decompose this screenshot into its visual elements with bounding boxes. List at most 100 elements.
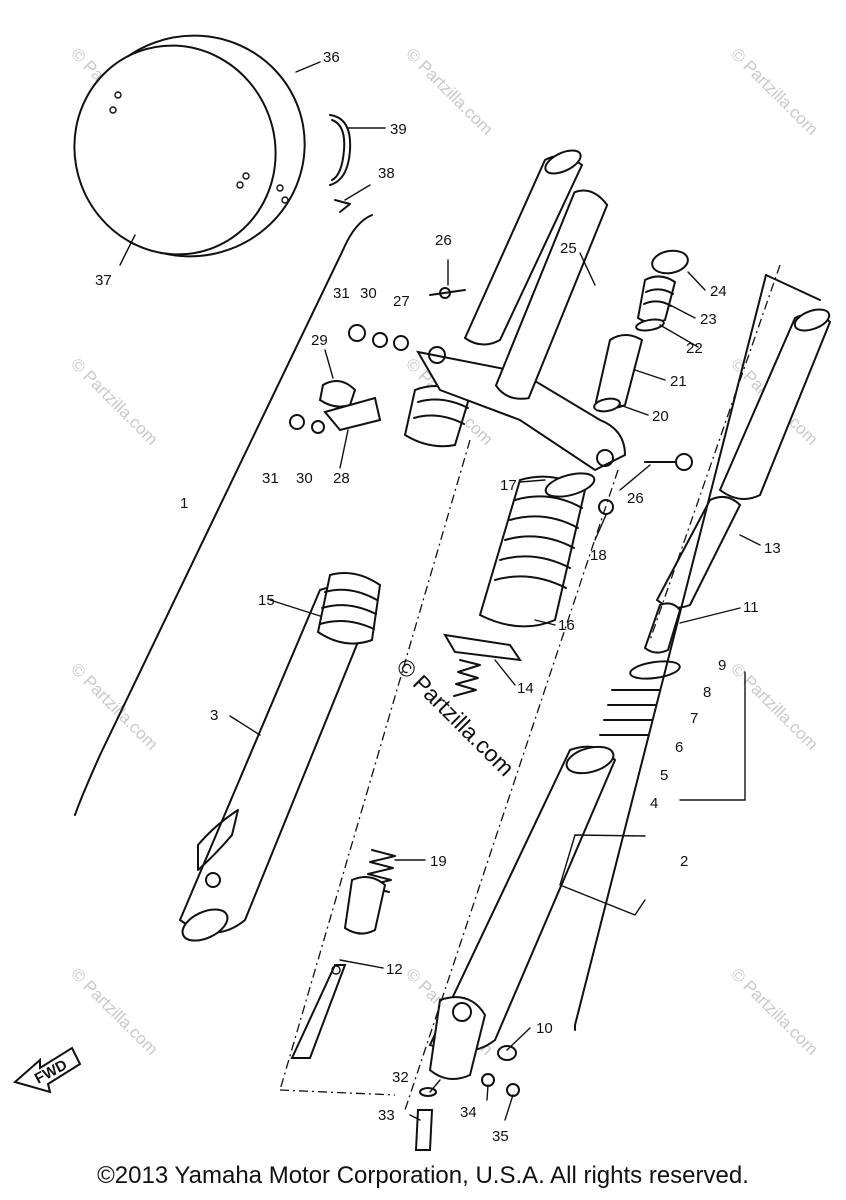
nut-31: [348, 324, 366, 342]
watermark: © Partzilla.com: [727, 964, 821, 1058]
fwd-arrow-icon: FWD: [12, 1046, 82, 1094]
bracket-1: [74, 214, 373, 816]
dust-seal-15: [316, 572, 382, 645]
callout-21: 21: [670, 373, 687, 390]
piston-ring: [343, 875, 387, 935]
callout-5: 5: [660, 767, 668, 784]
damper-rod-12: [290, 964, 347, 1059]
alignment-line: [279, 439, 471, 1091]
callout-32: 32: [392, 1069, 409, 1086]
spacer-21: [594, 334, 644, 409]
seal-rib: [319, 619, 375, 630]
callout-18: 18: [590, 547, 607, 564]
callout-24: 24: [710, 283, 727, 300]
seal-rib: [321, 604, 377, 615]
callout-27: 27: [393, 293, 410, 310]
callout-1: 1: [180, 495, 188, 512]
callout-30-bottom: 30: [296, 470, 313, 487]
thread: [645, 288, 674, 295]
bracket-hole: [596, 449, 614, 467]
screw-hole: [236, 181, 244, 189]
callout-8: 8: [703, 684, 711, 701]
callout-26-right: 26: [627, 490, 644, 507]
cap-24: [651, 249, 689, 275]
washer-34: [481, 1073, 495, 1087]
axle-hole: [205, 872, 221, 888]
alignment-line: [404, 469, 619, 1111]
callout-16: 16: [558, 617, 575, 634]
bracket-2: [574, 274, 821, 1031]
inner-tube-top: [544, 149, 582, 175]
callout-19: 19: [430, 853, 447, 870]
bolt-35: [506, 1083, 520, 1097]
watermark: © Partzilla.com: [727, 659, 821, 753]
headlight: [73, 34, 352, 258]
rubber-boot-16: [478, 475, 587, 628]
callout-23: 23: [700, 311, 717, 328]
clip-38: [334, 199, 351, 213]
callout-14: 14: [517, 680, 534, 697]
screw-hole: [109, 106, 117, 114]
boot-rib: [514, 495, 583, 509]
headlight-ring-39: [329, 114, 352, 186]
boot-rib: [509, 515, 579, 529]
alignment-line: [649, 264, 781, 641]
inner-tube-right: [718, 312, 832, 500]
right-fork-leg: [414, 308, 832, 1151]
boot-rib: [494, 575, 567, 589]
nut-31b: [289, 414, 305, 430]
callout-22: 22: [686, 340, 703, 357]
callout-6: 6: [675, 739, 683, 756]
nut-29: [318, 380, 357, 408]
callout-4: 4: [650, 795, 658, 812]
callout-10: 10: [536, 1020, 553, 1037]
callout-9: 9: [718, 657, 726, 674]
bracket-hole: [428, 346, 446, 364]
callout-34: 34: [460, 1104, 477, 1121]
caliper-mount: [197, 809, 239, 871]
clamp-14: [443, 633, 523, 662]
rod-hole: [331, 965, 341, 975]
headlight-ring-39-inner: [331, 119, 346, 181]
seal-rib: [324, 588, 378, 601]
callout-37: 37: [95, 272, 112, 289]
screw-hole: [281, 196, 289, 204]
washer-17: [544, 472, 596, 498]
callout-3: 3: [210, 707, 218, 724]
watermark-center: © Partzilla.com: [391, 653, 519, 781]
callout-25: 25: [560, 240, 577, 257]
boot-rib: [499, 555, 571, 569]
boot-rib: [413, 414, 465, 425]
tube-11: [643, 602, 682, 654]
callouts: 1 2 3 4 5 6 7 8 9 10 11 12 13 14 15 16 1…: [95, 49, 781, 1145]
cap-bolt-23: [636, 275, 677, 324]
axle-boss: [181, 908, 229, 942]
callout-31-bottom: 31: [262, 470, 279, 487]
screw-hole: [242, 172, 250, 180]
bolt-26: [429, 289, 466, 296]
tube-13: [655, 495, 742, 609]
alignment-line: [279, 1089, 396, 1096]
callout-7: 7: [690, 710, 698, 727]
cap-parts: [593, 249, 693, 471]
watermark: © Partzilla.com: [67, 964, 161, 1058]
callout-31-top: 31: [333, 285, 350, 302]
callout-28: 28: [333, 470, 350, 487]
washer-10: [497, 1045, 517, 1061]
callout-39: 39: [390, 121, 407, 138]
callout-11: 11: [743, 599, 759, 616]
headlight-lens: [73, 44, 277, 256]
callout-26-top: 26: [435, 232, 452, 249]
plate-28: [323, 396, 382, 432]
under-bracket: [416, 350, 627, 472]
center-parts: [403, 189, 627, 697]
o-ring-22: [635, 318, 665, 332]
washer-30b: [311, 420, 325, 434]
watermark: © Partzilla.com: [727, 44, 821, 138]
bolt-26-head: [439, 287, 451, 299]
washer-30: [372, 332, 388, 348]
seal-9: [629, 660, 681, 680]
boot-rib: [417, 398, 469, 409]
callout-33: 33: [378, 1107, 395, 1124]
